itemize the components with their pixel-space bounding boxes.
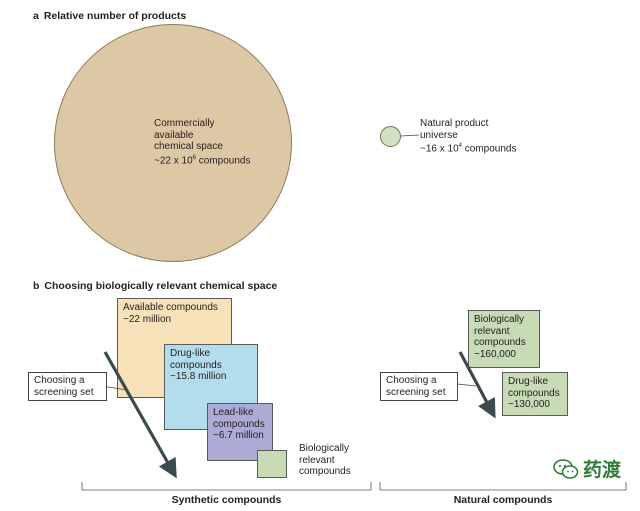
nat-drug-line-2: compounds: [508, 387, 560, 399]
panel-a-letter: a: [33, 10, 39, 22]
natural-line-2: universe: [420, 129, 458, 141]
nat-drug-line-1: Drug-like: [508, 376, 549, 387]
nat-bio-line-3: compounds: [474, 337, 526, 348]
commercial-count: ~22 x 106 compounds: [154, 153, 264, 167]
natural-screening-callout: Choosing a screening set: [380, 372, 458, 401]
natural-leader-line: [400, 134, 420, 137]
synthetic-bracket: [81, 482, 372, 491]
wechat-icon: [553, 458, 579, 479]
drug-like-value: ~15.8 million: [170, 371, 227, 382]
natural-product-label: Natural product universe ~16 x 104 compo…: [420, 118, 540, 155]
drug-like-line-2: compounds: [170, 359, 222, 371]
natural-count-prefix: ~16 x 10: [420, 143, 459, 155]
panel-b-title: b Choosing biologically relevant chemical…: [33, 280, 277, 292]
commercial-count-suffix: compounds: [196, 154, 251, 166]
natural-product-circle: [380, 126, 401, 147]
commercial-space-circle: [54, 24, 292, 262]
natural-count-suffix: compounds: [462, 143, 517, 155]
panel-a-title: a Relative number of products: [33, 10, 186, 22]
drug-like-line-1: Drug-like: [170, 348, 211, 359]
watermark-text: 药渡: [583, 459, 622, 481]
natural-drug-like-box: Drug-like compounds ~130,000: [502, 372, 568, 416]
commercial-space-label: Commercially available chemical space ~2…: [154, 118, 264, 166]
nat-callout-line-1: Choosing a: [386, 375, 437, 386]
lead-like-value: ~6.7 million: [213, 430, 264, 441]
natural-screening-arrow: [458, 351, 496, 419]
commercial-line-2: available: [154, 129, 194, 141]
available-title: Available compounds: [123, 302, 218, 313]
synthetic-section-label: Synthetic compounds: [171, 494, 282, 506]
commercial-count-prefix: ~22 x 10: [154, 154, 193, 166]
natural-bio-relevant-box: Biologically relevant compounds ~160,000: [468, 310, 540, 368]
syn-bio-line-2: relevant: [299, 454, 335, 466]
nat-bio-line-2: relevant: [474, 325, 510, 337]
natural-count-exp: 4: [458, 143, 462, 149]
panel-b-letter: b: [33, 280, 40, 292]
syn-callout-line-2: screening set: [34, 386, 94, 398]
available-value: ~22 million: [123, 313, 172, 325]
nat-bio-line-1: Biologically: [474, 314, 525, 325]
lead-like-line-1: Lead-like: [213, 407, 254, 418]
synthetic-screening-callout: Choosing a screening set: [28, 372, 107, 401]
lead-like-line-2: compounds: [213, 418, 265, 430]
commercial-line-3: chemical space: [154, 141, 223, 152]
syn-bio-line-3: compounds: [299, 466, 351, 477]
panel-b-title-text: Choosing biologically relevant chemical …: [44, 280, 278, 292]
synthetic-bio-relevant-label: Biologically relevant compounds: [299, 443, 369, 478]
syn-callout-line-1: Choosing a: [34, 375, 85, 386]
natural-bracket: [379, 482, 627, 491]
syn-bio-line-1: Biologically: [299, 443, 350, 454]
nat-callout-line-2: screening set: [386, 386, 446, 398]
nat-bio-value: ~160,000: [474, 348, 516, 360]
natural-count: ~16 x 104 compounds: [420, 141, 540, 155]
watermark: 药渡: [553, 455, 621, 482]
commercial-count-exp: 6: [192, 154, 196, 161]
commercial-line-1: Commercially: [154, 118, 215, 129]
panel-a-title-text: Relative number of products: [43, 10, 187, 22]
nat-drug-value: ~130,000: [508, 399, 550, 410]
synthetic-screening-arrow: [103, 351, 177, 479]
natural-section-label: Natural compounds: [453, 494, 553, 506]
synthetic-bio-relevant-square: [257, 450, 287, 478]
natural-line-1: Natural product: [420, 118, 489, 129]
